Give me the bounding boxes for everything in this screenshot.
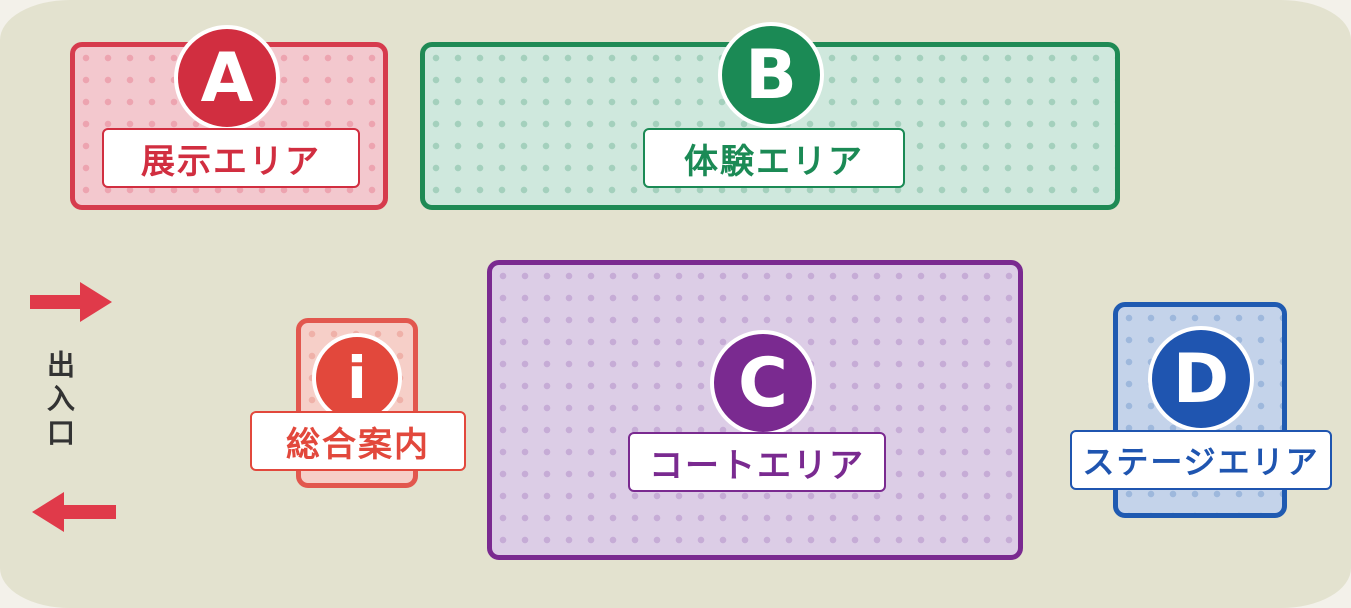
entrance-arrow-right-icon xyxy=(30,282,112,322)
exit-arrow-left-icon xyxy=(32,492,116,532)
area-a-badge: A xyxy=(174,25,280,131)
info-icon: i xyxy=(312,333,402,423)
area-b-label: 体験エリア xyxy=(643,128,905,188)
area-d-label: ステージエリア xyxy=(1070,430,1332,490)
entrance-label: 出入口 xyxy=(43,350,76,452)
info-desk-label: 総合案内 xyxy=(250,411,466,471)
area-a-label: 展示エリア xyxy=(102,128,360,188)
area-d-badge: D xyxy=(1148,326,1254,432)
area-c-label: コートエリア xyxy=(628,432,886,492)
area-b-badge: B xyxy=(718,22,824,128)
area-c-badge: C xyxy=(710,330,816,436)
